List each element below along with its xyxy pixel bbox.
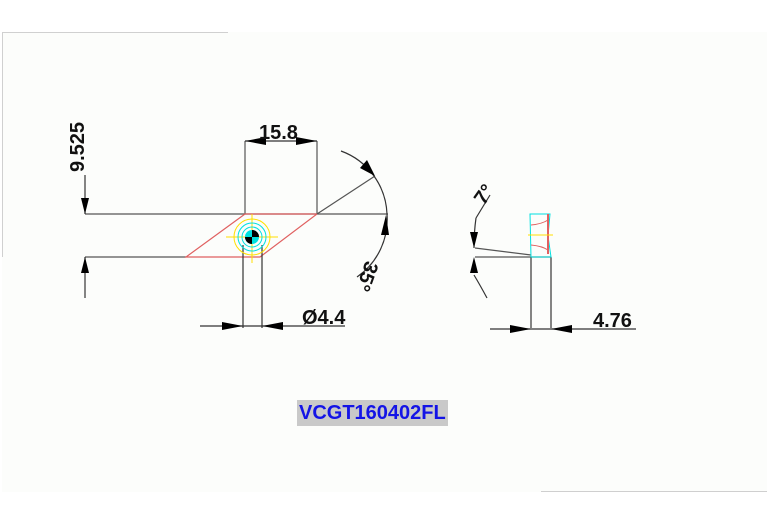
dim-35deg: 35° bbox=[316, 150, 389, 294]
dim-44: Ø4.4 bbox=[200, 307, 346, 330]
sheet-border-bottom bbox=[541, 491, 767, 492]
sheet-border-top bbox=[2, 32, 228, 33]
insert-outline bbox=[184, 213, 319, 258]
dim-text-44: Ø4.4 bbox=[302, 307, 346, 329]
dim-text-7: 7° bbox=[470, 181, 499, 209]
side-view: 7° 4.76 bbox=[470, 181, 636, 333]
dim-text-158: 15.8 bbox=[259, 122, 298, 144]
insert-profile bbox=[529, 213, 552, 258]
dim-7deg: 7° bbox=[470, 181, 499, 299]
dim-476: 4.76 bbox=[490, 310, 636, 333]
dim-text-476: 4.76 bbox=[593, 310, 632, 332]
dim-158: 15.8 bbox=[244, 122, 318, 214]
top-view: 9.525 15.8 bbox=[67, 122, 389, 330]
dim-text-9525: 9.525 bbox=[67, 122, 89, 172]
center-mark-icon bbox=[226, 214, 278, 263]
part-number-label: VCGT160402FL bbox=[297, 400, 448, 426]
sheet-border-left bbox=[2, 32, 3, 257]
dim-text-35: 35° bbox=[351, 258, 382, 294]
dim-9525: 9.525 bbox=[67, 122, 89, 298]
